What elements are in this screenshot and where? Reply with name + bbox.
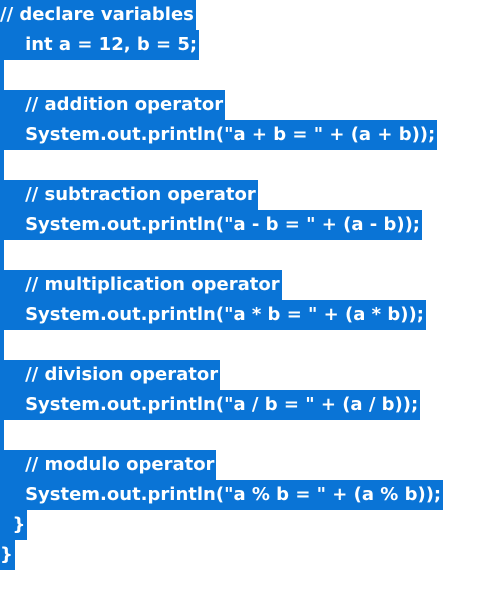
code-line-text: System.out.println("a + b = " + (a + b))…: [0, 120, 438, 150]
code-line[interactable]: // declare variables: [0, 0, 196, 30]
code-line-text: // declare variables: [0, 0, 196, 30]
code-line-text: // division operator: [0, 360, 221, 390]
code-line[interactable]: [0, 420, 4, 450]
code-line-text: System.out.println("a - b = " + (a - b))…: [0, 210, 423, 240]
code-line[interactable]: [0, 60, 4, 90]
code-line[interactable]: [0, 240, 4, 270]
code-line[interactable]: int a = 12, b = 5;: [0, 30, 200, 60]
code-line[interactable]: }: [0, 510, 28, 540]
code-line-text: System.out.println("a / b = " + (a / b))…: [0, 390, 421, 420]
code-line[interactable]: // multiplication operator: [0, 270, 282, 300]
code-line-text: System.out.println("a * b = " + (a * b))…: [0, 300, 426, 330]
code-line[interactable]: System.out.println("a * b = " + (a * b))…: [0, 300, 426, 330]
code-line[interactable]: }: [0, 540, 15, 570]
code-line[interactable]: [0, 150, 4, 180]
code-line-text: [0, 150, 4, 180]
code-line-text: [0, 60, 4, 90]
code-line[interactable]: // modulo operator: [0, 450, 217, 480]
code-line[interactable]: // division operator: [0, 360, 221, 390]
code-line[interactable]: System.out.println("a + b = " + (a + b))…: [0, 120, 438, 150]
code-line-text: [0, 240, 4, 270]
code-line[interactable]: System.out.println("a % b = " + (a % b))…: [0, 480, 444, 510]
code-line-text: int a = 12, b = 5;: [0, 30, 200, 60]
code-line-text: // subtraction operator: [0, 180, 258, 210]
code-line[interactable]: // addition operator: [0, 90, 226, 120]
code-line-text: [0, 420, 4, 450]
code-line[interactable]: System.out.println("a / b = " + (a / b))…: [0, 390, 421, 420]
code-line-text: // addition operator: [0, 90, 226, 120]
code-line[interactable]: [0, 330, 4, 360]
code-line-text: // multiplication operator: [0, 270, 282, 300]
code-line[interactable]: // subtraction operator: [0, 180, 258, 210]
code-line-text: // modulo operator: [0, 450, 217, 480]
code-line-text: System.out.println("a % b = " + (a % b))…: [0, 480, 444, 510]
code-line-text: [0, 330, 4, 360]
code-line-text: }: [0, 510, 28, 540]
code-line[interactable]: System.out.println("a - b = " + (a - b))…: [0, 210, 423, 240]
code-line-text: }: [0, 540, 15, 570]
